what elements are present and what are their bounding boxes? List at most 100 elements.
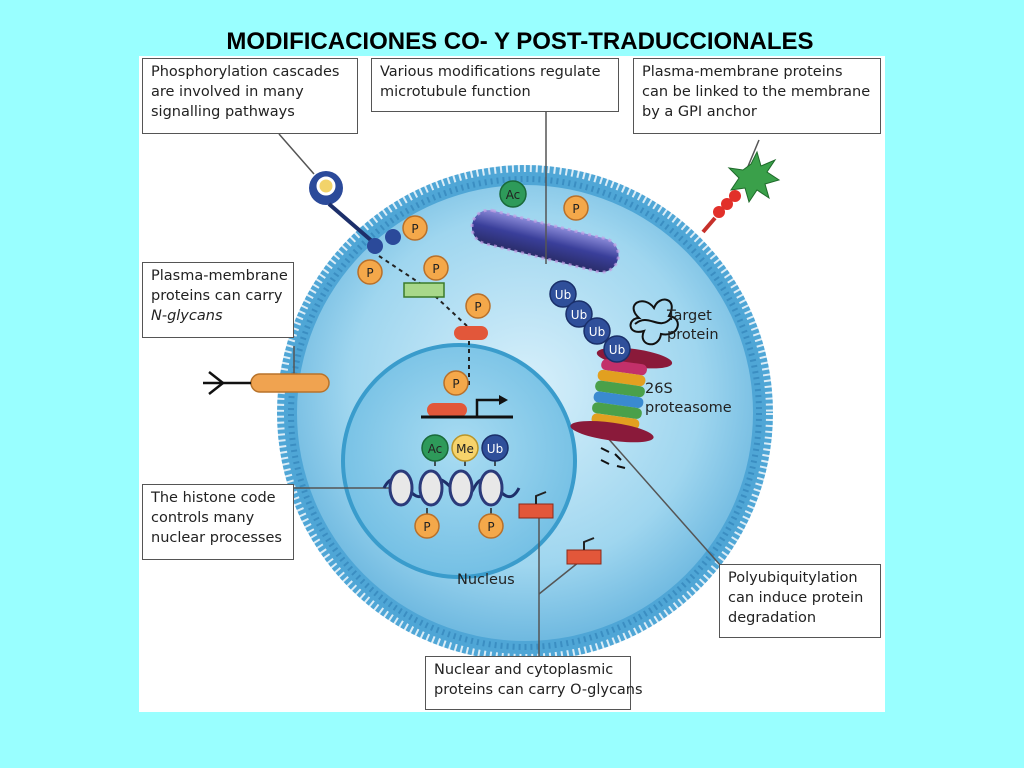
proteasome-ring: [597, 369, 646, 387]
cell-diagram: P P P P P P P: [203, 111, 781, 664]
callout-polyubiquitylation: Polyubiquitylation can induce protein de…: [719, 564, 881, 638]
receptor-kinase-domain-2: [385, 229, 401, 245]
n-glycan-branch: [208, 371, 224, 384]
ubiquitin-badge-icon: Ub: [565, 300, 593, 328]
polyubiquitin-chain: Ub Ub Ub Ub: [549, 280, 631, 363]
receptor-kinase-domain: [367, 238, 383, 254]
svg-text:Ub: Ub: [571, 308, 587, 322]
microtubule-body: [471, 210, 619, 273]
gpi-glycan-unit: [729, 190, 741, 202]
slide-title: MODIFICACIONES CO- Y POST-TRADUCCIONALES: [226, 28, 814, 55]
ubiquitin-badge-icon: Ub: [481, 434, 509, 462]
receptor-complex: [309, 171, 401, 254]
lipid-bilayer-heads: [274, 162, 776, 664]
nucleosome: [448, 469, 474, 507]
svg-text:P: P: [423, 520, 430, 534]
degraded-peptides: [600, 447, 626, 469]
svg-text:P: P: [474, 300, 481, 314]
gpi-protein-star-icon: [727, 150, 781, 204]
ligand-icon: [316, 176, 336, 196]
peptide-fragment: [616, 465, 626, 469]
svg-text:Ub: Ub: [487, 442, 503, 456]
svg-text:Ac: Ac: [428, 442, 443, 456]
gene-promoter: [421, 395, 513, 419]
svg-text:Ub: Ub: [609, 343, 625, 357]
n-glycan-branch: [208, 382, 224, 395]
svg-text:P: P: [411, 222, 418, 236]
svg-text:Ub: Ub: [589, 325, 605, 339]
svg-text:P: P: [432, 262, 439, 276]
nucleosome: [388, 469, 414, 507]
histone-mark-badges: Ac Me Ub Ac: [421, 180, 527, 462]
ubiquitin-badge-icon: Ub: [549, 280, 577, 308]
target-protein-fold-inner: [634, 317, 672, 325]
callout-histone-code: The histone code controls many nuclear p…: [142, 484, 294, 560]
receptor-stalk: [327, 202, 375, 244]
proteasome-ring: [595, 380, 645, 398]
phospho-badges: P P P P P P P: [357, 195, 589, 539]
target-protein: [629, 298, 679, 346]
nucleus: [341, 343, 577, 579]
transcription-start-arrow: [475, 398, 499, 417]
lipid-bilayer-inner: [288, 176, 762, 650]
o-glycan-chain: [583, 537, 595, 550]
o-glycan-proteins: [518, 491, 602, 565]
target-protein-fold: [629, 298, 679, 346]
proteasome-ring: [593, 391, 644, 409]
label-nucleus: Nucleus: [457, 572, 515, 588]
callout-n-glycans: Plasma-membrane proteins can carry N-gly…: [142, 262, 294, 338]
methyl-badge-icon: Me: [451, 434, 479, 462]
svg-text:Ac: Ac: [506, 188, 521, 202]
svg-text:P: P: [487, 520, 494, 534]
peptide-fragment: [600, 447, 610, 453]
connector-phosphorylation: [278, 133, 315, 175]
ubiquitin-badge-icon: Ub: [583, 317, 611, 345]
microtubule: [470, 208, 620, 274]
svg-text:Me: Me: [456, 442, 474, 456]
callout-microtubule: Various modifications regulate microtubu…: [371, 58, 619, 112]
peptide-fragment: [600, 459, 610, 465]
callout-phosphorylation: Phosphorylation cascades are involved in…: [142, 58, 358, 134]
o-glycosylated-protein-cytoplasmic: [566, 549, 602, 565]
arrow-head-icon: [499, 395, 508, 405]
label-target-protein: Target protein: [667, 308, 719, 343]
svg-text:P: P: [572, 202, 579, 216]
callout-gpi-anchor: Plasma-membrane proteins can be linked t…: [633, 58, 881, 134]
signalling-protein: [454, 326, 488, 340]
n-glycan-protein: [203, 371, 330, 395]
phospho-badge-icon: P: [423, 255, 449, 281]
gpi-anchored-protein: [701, 150, 781, 234]
connector-lines: [278, 111, 760, 656]
nucleosome: [418, 469, 444, 507]
ubiquitin-badge-icon: Ub: [603, 335, 631, 363]
proteasome-ring: [601, 359, 647, 376]
svg-text:P: P: [366, 266, 373, 280]
nuclear-envelope: [341, 343, 577, 579]
gpi-glycan-unit: [721, 198, 733, 210]
connector-polyubiquitylation: [605, 435, 722, 567]
microtubule-texture: [470, 208, 620, 274]
gpi-lipid-anchor: [701, 216, 717, 234]
phospho-badge-icon: P: [563, 195, 589, 221]
proteasome-cap-bottom: [570, 420, 654, 443]
callout-o-glycans: Nuclear and cytoplasmic proteins can car…: [425, 656, 643, 710]
phospho-badge-icon: P: [357, 259, 383, 285]
transmembrane-protein: [250, 373, 330, 393]
o-glycan-chain: [535, 491, 547, 504]
connector-oglycans-2: [538, 561, 580, 595]
figure-panel: P P P P P P P: [139, 56, 885, 712]
proteasome-ring: [592, 402, 642, 419]
nucleosome: [478, 469, 504, 507]
nucleosomes: [382, 460, 521, 516]
kinase-substrate: [403, 282, 445, 298]
acetyl-badge-icon: Ac: [421, 434, 449, 462]
svg-text:Ub: Ub: [555, 288, 571, 302]
phospho-badge-icon: P: [402, 215, 428, 241]
phospho-badge-icon: P: [414, 513, 440, 539]
phospho-badge-icon: P: [443, 370, 469, 396]
transcription-factor: [427, 403, 467, 417]
peptide-fragment: [614, 453, 622, 461]
gpi-glycan-unit: [713, 206, 725, 218]
acetyl-badge-icon: Ac: [499, 180, 527, 208]
phospho-badge-icon: P: [478, 513, 504, 539]
